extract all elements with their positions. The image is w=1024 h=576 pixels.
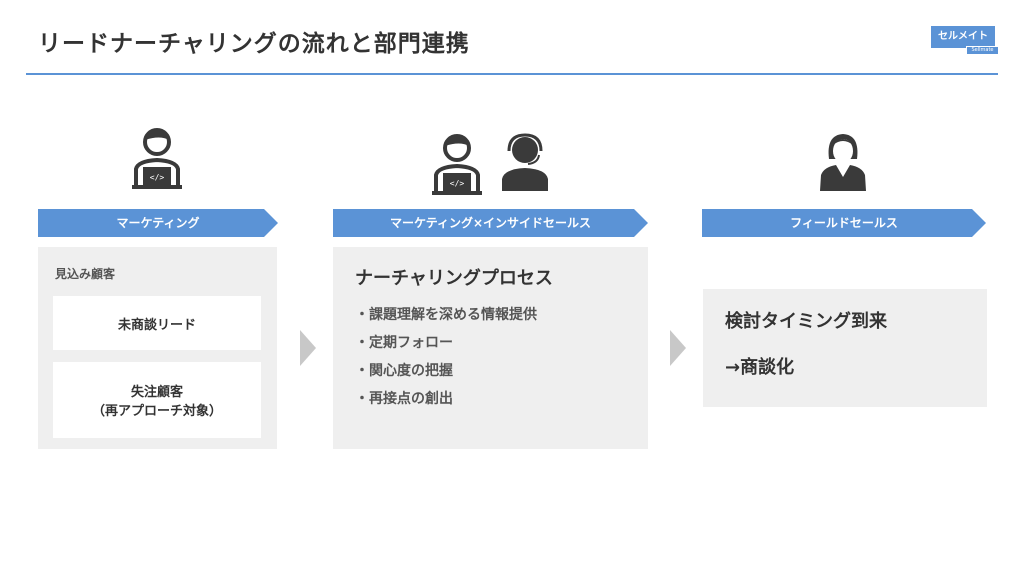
prospects-panel: 見込み顧客 未商談リード 失注顧客 （再アプローチ対象） <box>38 247 277 449</box>
banner-marketing: マーケティング <box>38 209 278 237</box>
svg-text:</>: </> <box>450 179 465 188</box>
page-title: リードナーチャリングの流れと部門連携 <box>38 31 470 57</box>
field-sales-panel: 検討タイミング到来 →商談化 <box>703 289 987 407</box>
businesswoman-icon <box>820 134 866 191</box>
developer-person-icon: </> <box>132 128 182 189</box>
logo-subtext: Sellmate <box>966 46 999 55</box>
bullet-item: ・関心度の把握 <box>355 363 453 379</box>
card-subtext: （再アプローチ対象） <box>91 404 222 419</box>
banner-field-sales: フィールドセールス <box>702 209 986 237</box>
flow-arrow <box>300 330 316 366</box>
banner-marketing-inside-sales: マーケティング×インサイドセールス <box>333 209 648 237</box>
bullet-item: ・定期フォロー <box>355 335 453 351</box>
bullet-item: ・課題理解を深める情報提供 <box>355 307 537 323</box>
nurturing-heading: ナーチャリングプロセス <box>355 268 553 289</box>
header-divider <box>26 73 998 75</box>
bullet-item: ・再接点の創出 <box>355 391 453 407</box>
logo: セルメイト <box>931 26 995 48</box>
developer-person-icon: </> <box>432 134 482 195</box>
prospects-label: 見込み顧客 <box>55 267 116 281</box>
svg-text:</>: </> <box>150 173 165 182</box>
card-lost-customers: 失注顧客 （再アプローチ対象） <box>53 362 261 438</box>
card-text: 未商談リード <box>117 317 196 333</box>
timing-text: 検討タイミング到来 <box>725 311 887 332</box>
card-text: 失注顧客 <box>130 385 183 400</box>
nurturing-panel: ナーチャリングプロセス ・課題理解を深める情報提供 ・定期フォロー ・関心度の把… <box>333 247 648 449</box>
headset-operator-icon <box>502 133 548 191</box>
negotiation-text: →商談化 <box>725 357 795 378</box>
flow-arrow <box>670 330 686 366</box>
card-unnegotiated-leads: 未商談リード <box>53 296 261 350</box>
